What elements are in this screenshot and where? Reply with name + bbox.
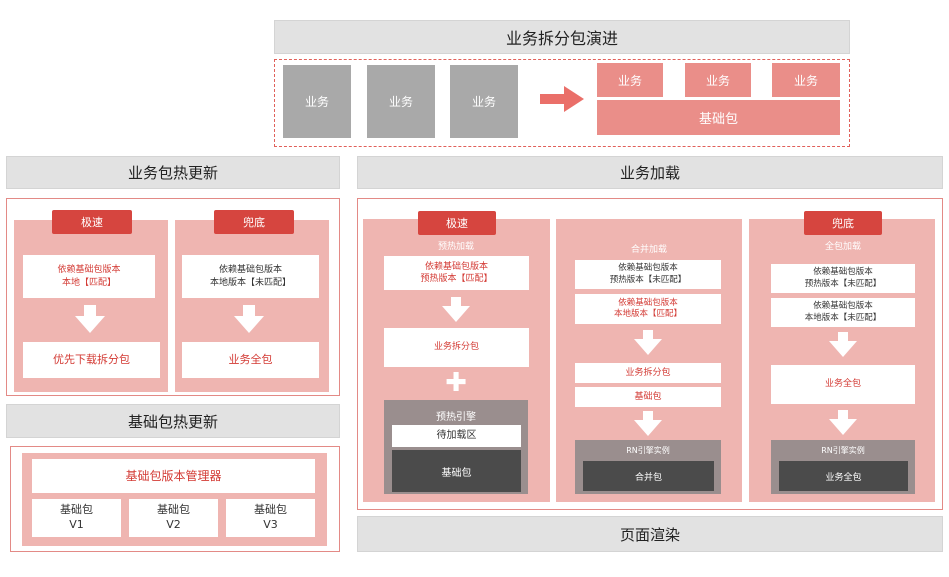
- pending-label: 待加载区: [436, 430, 477, 442]
- info-line: 本地版本【未匹配】: [804, 312, 882, 323]
- down-arrow-icon: [75, 305, 105, 335]
- right-col2-merged: 合并包: [583, 461, 714, 491]
- right-col1-info: 依赖基础包版本 预热版本【匹配】: [384, 256, 529, 290]
- right-col2-split: 业务拆分包: [575, 363, 721, 383]
- pink-business-block-3: 业务: [772, 63, 840, 97]
- tab-label: 极速: [446, 217, 468, 230]
- manager-label: 基础包版本管理器: [125, 468, 222, 483]
- right-col1-pending: 待加载区: [392, 425, 521, 447]
- right-col3-tab: 兜底: [804, 211, 882, 235]
- right-col3-info2: 依赖基础包版本 本地版本【未匹配】: [771, 298, 915, 327]
- gray-business-block-3: 业务: [450, 65, 518, 138]
- gray-business-label: 业务: [388, 95, 413, 109]
- left-top-col2-result: 业务全包: [182, 342, 319, 378]
- base-version-v1: 基础包 V1: [32, 499, 121, 537]
- page-render-footer: 页面渲染: [357, 516, 943, 552]
- info-line: 预热版本【未匹配】: [609, 274, 687, 285]
- base-version-v2: 基础包 V2: [129, 499, 218, 537]
- left-top-col1-tab: 极速: [52, 210, 132, 234]
- info-line: 依赖基础包版本: [424, 261, 488, 272]
- gray-business-label: 业务: [304, 95, 329, 109]
- right-col2-info1: 依赖基础包版本 预热版本【未匹配】: [575, 260, 721, 289]
- info-line: 依赖基础包版本: [57, 265, 121, 276]
- right-col2-info2: 依赖基础包版本 本地版本【匹配】: [575, 294, 721, 324]
- right-col3-full: 业务全包: [771, 365, 915, 404]
- pink-business-block-2: 业务: [685, 63, 751, 97]
- info-line: 本地版本【匹配】: [613, 309, 682, 319]
- left-bottom-title: 基础包热更新: [6, 404, 340, 438]
- right-col1-split: 业务拆分包: [384, 328, 529, 367]
- gray-business-label: 业务: [471, 95, 496, 109]
- pink-base-label: 基础包: [698, 112, 738, 127]
- info-line: 预热版本【匹配】: [420, 274, 493, 284]
- pink-business-label: 业务: [793, 73, 818, 88]
- result-label: 业务全包: [228, 352, 273, 366]
- tab-label: 兜底: [832, 217, 854, 230]
- right-title-text: 业务加载: [619, 164, 680, 182]
- pink-business-block-1: 业务: [597, 63, 663, 97]
- down-arrow-icon: [442, 297, 470, 323]
- base-version-v3: 基础包 V3: [226, 499, 315, 537]
- tab-label: 兜底: [243, 216, 265, 229]
- version-number: V1: [69, 518, 84, 531]
- left-top-col2-info: 依赖基础包版本 本地版本【未匹配】: [182, 255, 319, 298]
- base-label: 基础包: [634, 391, 662, 402]
- down-arrow-icon: [829, 410, 857, 436]
- split-label: 业务拆分包: [625, 367, 671, 378]
- right-col3-rn-label: RN引擎实例: [821, 446, 865, 455]
- left-bottom-title-text: 基础包热更新: [127, 412, 218, 431]
- right-col2-base: 基础包: [575, 387, 721, 407]
- version-name: 基础包: [60, 503, 93, 517]
- pink-business-label: 业务: [705, 73, 730, 88]
- top-title: 业务拆分包演进: [274, 20, 850, 54]
- right-col1-engine-label: 预热引擎: [436, 412, 476, 423]
- info-line: 依赖基础包版本: [618, 297, 678, 308]
- right-col1-subtitle: 预热加载: [437, 242, 474, 252]
- info-line: 依赖基础包版本: [813, 267, 873, 278]
- base-label: 基础包: [441, 467, 472, 479]
- left-top-col1-info: 依赖基础包版本 本地【匹配】: [23, 255, 155, 298]
- base-version-manager: 基础包版本管理器: [32, 459, 315, 493]
- right-col1-tab: 极速: [418, 211, 496, 235]
- right-col3-info1: 依赖基础包版本 预热版本【未匹配】: [771, 264, 915, 293]
- left-top-col2-tab: 兜底: [214, 210, 294, 234]
- right-col3-subtitle: 全包加载: [824, 242, 861, 252]
- page-render-label: 页面渲染: [619, 525, 680, 544]
- right-col1-base: 基础包: [392, 450, 521, 492]
- plus-icon: ✚: [445, 368, 467, 398]
- right-title: 业务加载: [357, 156, 943, 189]
- right-col2-subtitle: 合并加载: [630, 245, 667, 255]
- tab-label: 极速: [81, 216, 103, 229]
- version-number: V2: [166, 518, 181, 531]
- info-line: 本地版本【未匹配】: [209, 277, 291, 288]
- pink-business-label: 业务: [617, 73, 642, 88]
- info-line: 预热版本【未匹配】: [804, 278, 882, 289]
- pink-base-block: 基础包: [597, 100, 840, 135]
- version-number: V3: [263, 518, 278, 531]
- down-arrow-icon: [634, 411, 662, 437]
- gray-business-block-1: 业务: [283, 65, 351, 138]
- version-name: 基础包: [254, 503, 287, 517]
- left-top-title: 业务包热更新: [6, 156, 340, 189]
- split-label: 业务拆分包: [433, 342, 479, 353]
- full-dark-label: 业务全包: [825, 472, 862, 483]
- full-label: 业务全包: [824, 379, 861, 390]
- down-arrow-icon: [829, 332, 857, 358]
- right-col3-full-dark: 业务全包: [779, 461, 908, 491]
- info-line: 依赖基础包版本: [813, 301, 873, 312]
- result-label: 优先下载拆分包: [53, 352, 130, 366]
- merged-label: 合并包: [634, 472, 662, 483]
- left-top-title-text: 业务包热更新: [127, 164, 218, 182]
- left-top-col1-result: 优先下载拆分包: [23, 342, 160, 378]
- right-arrow-icon: [540, 86, 584, 112]
- down-arrow-icon: [234, 305, 264, 335]
- info-line: 依赖基础包版本: [218, 265, 282, 276]
- right-col2-rn-label: RN引擎实例: [626, 446, 670, 455]
- top-title-text: 业务拆分包演进: [505, 29, 618, 48]
- info-line: 依赖基础包版本: [618, 263, 678, 274]
- down-arrow-icon: [634, 330, 662, 356]
- gray-business-block-2: 业务: [367, 65, 435, 138]
- info-line: 本地【匹配】: [61, 277, 116, 288]
- version-name: 基础包: [157, 503, 190, 517]
